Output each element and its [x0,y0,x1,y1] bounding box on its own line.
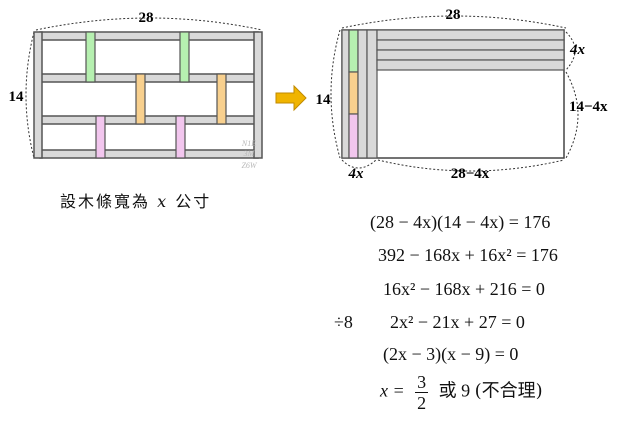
solution-fraction: 3 2 [415,372,429,413]
equation-line-3: 16x² − 168x + 216 = 0 [383,279,545,299]
equation-line-5: (2x − 3)(x − 9) = 0 [383,344,519,364]
left-height-label: 14 [9,89,25,105]
fraction-denominator: 2 [417,393,427,413]
caption: 設木條寬為 x 公寸 [60,188,211,212]
equation-line-2: 392 − 168x + 16x² = 176 [378,245,558,265]
right-height-arc [330,29,341,159]
solution-lhs: x = [380,380,405,401]
transform-arrow-icon [275,84,307,112]
right-green-strip [348,29,359,73]
left-post-right [253,31,263,159]
right-strip-v1 [341,29,350,159]
left-frame-diagram: 28 14 N1E 3M Z6W [9,10,263,170]
caption-suffix: 公寸 [175,192,212,211]
left-post-left [33,31,43,159]
right-strip-arc [565,31,576,71]
solution-note: (不合理) [474,380,543,402]
right-strip-v3 [357,29,368,159]
right-remaining-height-label: 14−4x [569,99,608,115]
division-note: ÷8 [334,312,353,332]
caption-variable: x [157,192,169,211]
right-frame-diagram: 28 14 4x 14−4x 4x 28−4x [316,7,609,182]
left-board-h1 [39,31,259,41]
equation-line-1: (28 − 4x)(14 − 4x) = 176 [370,212,551,232]
left-orange-piece-2 [216,73,227,125]
left-width-arc [35,17,263,31]
caption-prefix: 設木條寬為 [60,192,151,211]
right-remaining-width-label: 28−4x [451,166,490,182]
right-strip-h3 [376,49,565,61]
left-pink-piece-2 [175,115,186,159]
right-strip-bottom-label: 4x [348,166,365,182]
left-board-h4 [39,149,259,159]
equation-line-4: 2x² − 21x + 27 = 0 [390,312,525,332]
right-strip-h4 [376,59,565,71]
left-green-piece-2 [179,31,190,83]
fraction-numerator: 3 [415,372,429,393]
right-strip-h1 [376,29,565,41]
watermark-line-3: Z6W [241,161,257,170]
watermark-line-1: N1E [241,139,256,148]
right-pink-strip [348,113,359,159]
solution-alt-value: 9 [461,380,471,401]
solution-connector: 或 [438,380,457,402]
left-pink-piece-1 [95,115,106,159]
left-height-arc [25,31,35,159]
right-strip-label: 4x [569,42,586,58]
right-remaining-width-arc [377,159,565,172]
left-green-piece-1 [85,31,96,83]
left-width-label: 28 [139,10,154,26]
right-strip-h2 [376,39,565,51]
right-strip-v4 [366,29,378,159]
solution-line: x = 3 2 或 9 (不合理) [380,372,543,413]
right-height-label: 14 [316,92,332,108]
watermark-line-2: 3M [243,149,256,158]
right-orange-strip [348,71,359,115]
right-width-arc [341,15,567,29]
left-orange-piece-1 [135,73,146,125]
right-remaining-height-arc [565,71,579,159]
right-width-label: 28 [446,7,461,23]
